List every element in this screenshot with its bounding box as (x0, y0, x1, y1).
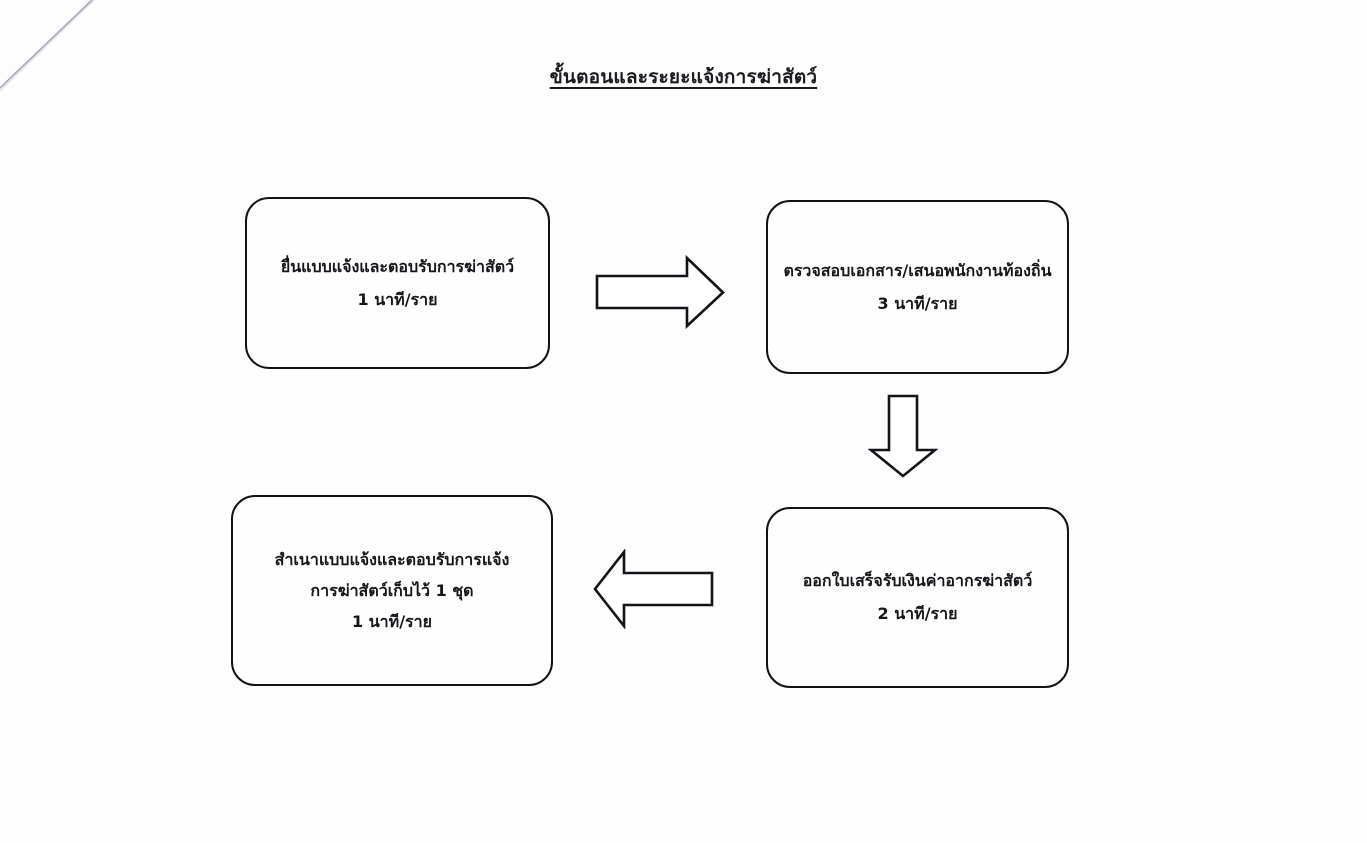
flow-step-copy-line-2: การฆ่าสัตว์เก็บไว้ 1 ชุด (310, 580, 474, 600)
flow-step-verify-line-2: 3 นาที/ราย (877, 293, 958, 313)
arrow-down-icon (868, 394, 938, 478)
flow-step-receipt-line-2: 2 นาที/ราย (877, 604, 958, 623)
flow-step-copy[interactable]: สำเนาแบบแจ้งและตอบรับการแจ้ง การฆ่าสัตว์… (231, 495, 553, 686)
flow-step-receipt[interactable]: ออกใบเสร็จรับเงินค่าอากรฆ่าสัตว์ 2 นาที/… (766, 507, 1069, 688)
flow-step-verify[interactable]: ตรวจสอบเอกสาร/เสนอพนักงานท้องถิ่น 3 นาที… (766, 200, 1069, 374)
flow-step-copy-line-1: สำเนาแบบแจ้งและตอบรับการแจ้ง (274, 549, 510, 569)
flow-step-receipt-line-1: ออกใบเสร็จรับเงินค่าอากรฆ่าสัตว์ (802, 571, 1033, 590)
page-title-text: ขั้นตอนและระยะแจ้งการฆ่าสัตว์ (549, 66, 818, 88)
flow-step-copy-line-3: 1 นาที/ราย (352, 611, 432, 631)
arrow-right-icon (595, 255, 725, 329)
page-title: ขั้นตอนและระยะแจ้งการฆ่าสัตว์ (0, 62, 1367, 92)
flow-step-submit-line-1: ยื่นแบบแจ้งและตอบรับการฆ่าสัตว์ (280, 256, 515, 276)
flow-step-submit[interactable]: ยื่นแบบแจ้งและตอบรับการฆ่าสัตว์ 1 นาที/ร… (245, 197, 550, 369)
flow-step-submit-line-2: 1 นาที/ราย (357, 289, 438, 309)
flow-step-verify-line-1: ตรวจสอบเอกสาร/เสนอพนักงานท้องถิ่น (783, 260, 1052, 280)
arrow-left-icon (592, 549, 714, 629)
